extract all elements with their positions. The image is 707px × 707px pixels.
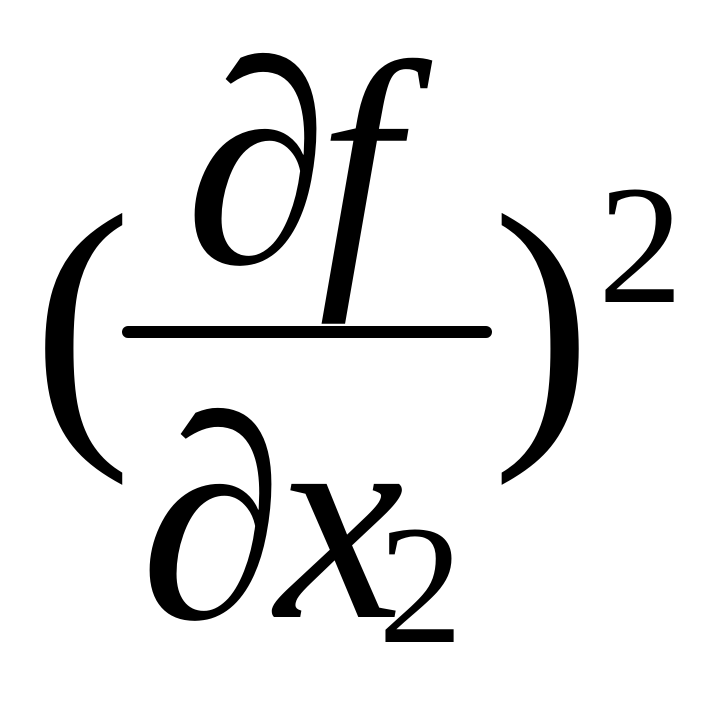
right-parenthesis: ) [492,154,592,486]
fraction-denominator: ∂x [140,359,404,680]
left-parenthesis: ( [32,154,132,486]
exponent: 2 [598,151,683,339]
fraction-numerator: ∂f [185,4,399,325]
fraction-bar [122,326,492,338]
denominator-subscript: 2 [378,491,463,679]
